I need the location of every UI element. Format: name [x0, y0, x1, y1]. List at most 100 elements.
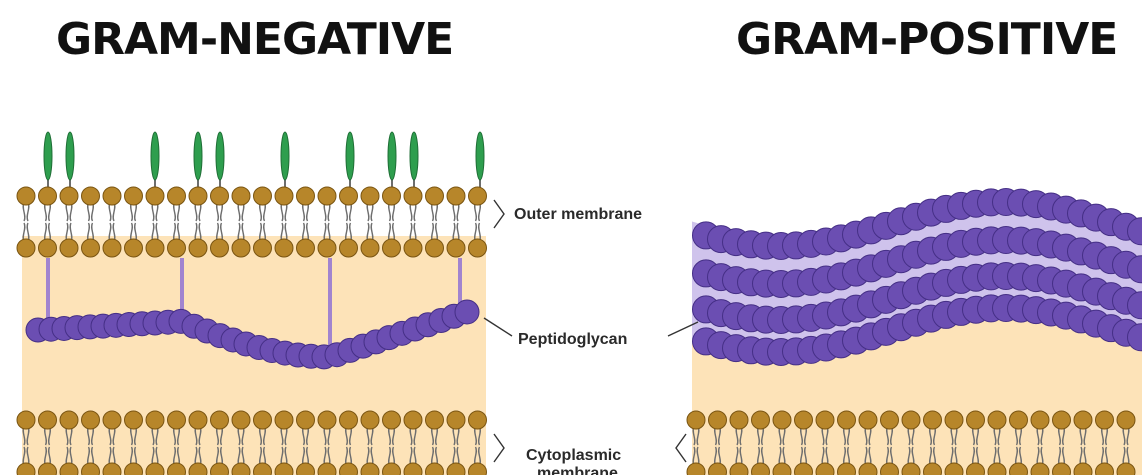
lipopolysaccharide	[280, 131, 290, 181]
lipid-head	[167, 410, 186, 430]
lipid-head	[296, 238, 315, 258]
peptidoglycan-label: Peptidoglycan	[518, 331, 627, 348]
lipid-head	[253, 186, 272, 206]
lipid-head	[1009, 462, 1028, 475]
peptidoglycan-layer-1	[692, 188, 1142, 260]
lipid-head	[686, 410, 706, 430]
lipid-head	[59, 186, 79, 206]
peptidoglycan-subunit	[1127, 323, 1142, 352]
lipid-head	[923, 410, 942, 430]
lipid-head	[858, 410, 878, 430]
lipid-head	[145, 186, 165, 206]
lipid-head	[446, 186, 466, 206]
lipid-head	[231, 186, 251, 206]
lipid-head	[360, 462, 380, 475]
lipid-head	[102, 238, 122, 258]
outer-membrane-label: Outer membrane	[514, 206, 642, 223]
lps-stem	[154, 178, 156, 190]
peptidoglycan-layer-3	[692, 262, 1142, 334]
lipid-head	[81, 410, 100, 430]
lipid-head	[274, 462, 294, 475]
peptidoglycan-subunit	[1127, 217, 1142, 246]
lipid-head	[425, 186, 444, 206]
lipid-head	[124, 238, 143, 258]
gram-positive-cell-wall	[686, 188, 1142, 475]
lps-stem	[47, 178, 49, 190]
lipid-head	[708, 462, 727, 475]
lipid-head	[382, 238, 401, 258]
lipoprotein	[46, 258, 50, 322]
lipid-head	[16, 238, 36, 258]
lipid-head	[382, 462, 401, 475]
lipid-head	[403, 410, 423, 430]
lipid-head	[837, 410, 856, 430]
lipid-head	[686, 462, 706, 475]
lipid-head	[382, 186, 401, 206]
lps-stem	[284, 178, 286, 190]
lipid-head	[253, 410, 272, 430]
lipid-head	[296, 410, 315, 430]
lipid-head	[944, 462, 964, 475]
lipid-head	[468, 186, 487, 206]
outer-membrane-bilayer	[16, 186, 487, 258]
lipid-head	[188, 238, 208, 258]
lipid-head	[1095, 410, 1114, 430]
lipid-head	[210, 410, 229, 430]
lipid-head	[38, 238, 57, 258]
brace	[675, 433, 687, 463]
lipid-head	[274, 238, 294, 258]
lipid-head	[231, 462, 251, 475]
lipid-head	[987, 462, 1007, 475]
lipid-head	[1116, 462, 1136, 475]
lipid-head	[880, 410, 899, 430]
lipid-head	[124, 462, 143, 475]
lipid-head	[102, 462, 122, 475]
lps-stem	[391, 178, 393, 190]
lipid-head	[59, 462, 79, 475]
gram-negative-peptidoglycan	[25, 299, 480, 370]
lipid-head	[317, 462, 337, 475]
lipid-head	[253, 238, 272, 258]
lipid-head	[794, 410, 813, 430]
lipid-head	[729, 410, 749, 430]
lipid-head	[708, 410, 727, 430]
lipid-head	[772, 462, 792, 475]
lipid-head	[339, 462, 358, 475]
lipid-head	[360, 410, 380, 430]
lipid-head	[274, 186, 294, 206]
lipid-head	[231, 410, 251, 430]
gram-positive-title: GRAM-POSITIVE	[736, 14, 1118, 65]
lipid-head	[317, 186, 337, 206]
lipid-head	[16, 462, 36, 475]
lipid-head	[1030, 410, 1050, 430]
lipid-head	[38, 410, 57, 430]
gram-negative-title: GRAM-NEGATIVE	[56, 14, 454, 65]
lipid-head	[16, 410, 36, 430]
lipoprotein	[458, 258, 462, 310]
lipid-head	[167, 238, 186, 258]
lipid-head	[145, 462, 165, 475]
lipid-head	[403, 462, 423, 475]
lipid-head	[815, 410, 835, 430]
cytoplasmic-membrane-label: Cytoplasmic	[526, 447, 621, 464]
lipid-head	[38, 186, 57, 206]
cytoplasmic-membrane-label-line2: membrane	[537, 465, 618, 475]
lipid-head	[858, 462, 878, 475]
lipid-head	[253, 462, 272, 475]
lps-stem	[413, 178, 415, 190]
lipid-head	[188, 462, 208, 475]
lipid-head	[382, 410, 401, 430]
lipoprotein	[180, 258, 184, 310]
lipid-head	[296, 462, 315, 475]
lipid-head	[1073, 462, 1093, 475]
lps-stem	[197, 178, 199, 190]
lipid-head	[1030, 462, 1050, 475]
lipid-head	[210, 462, 229, 475]
lipid-head	[360, 186, 380, 206]
lipid-head	[167, 186, 186, 206]
lipid-head	[102, 410, 122, 430]
lipid-head	[403, 238, 423, 258]
lipid-head	[231, 238, 251, 258]
lps-stem	[479, 178, 481, 190]
